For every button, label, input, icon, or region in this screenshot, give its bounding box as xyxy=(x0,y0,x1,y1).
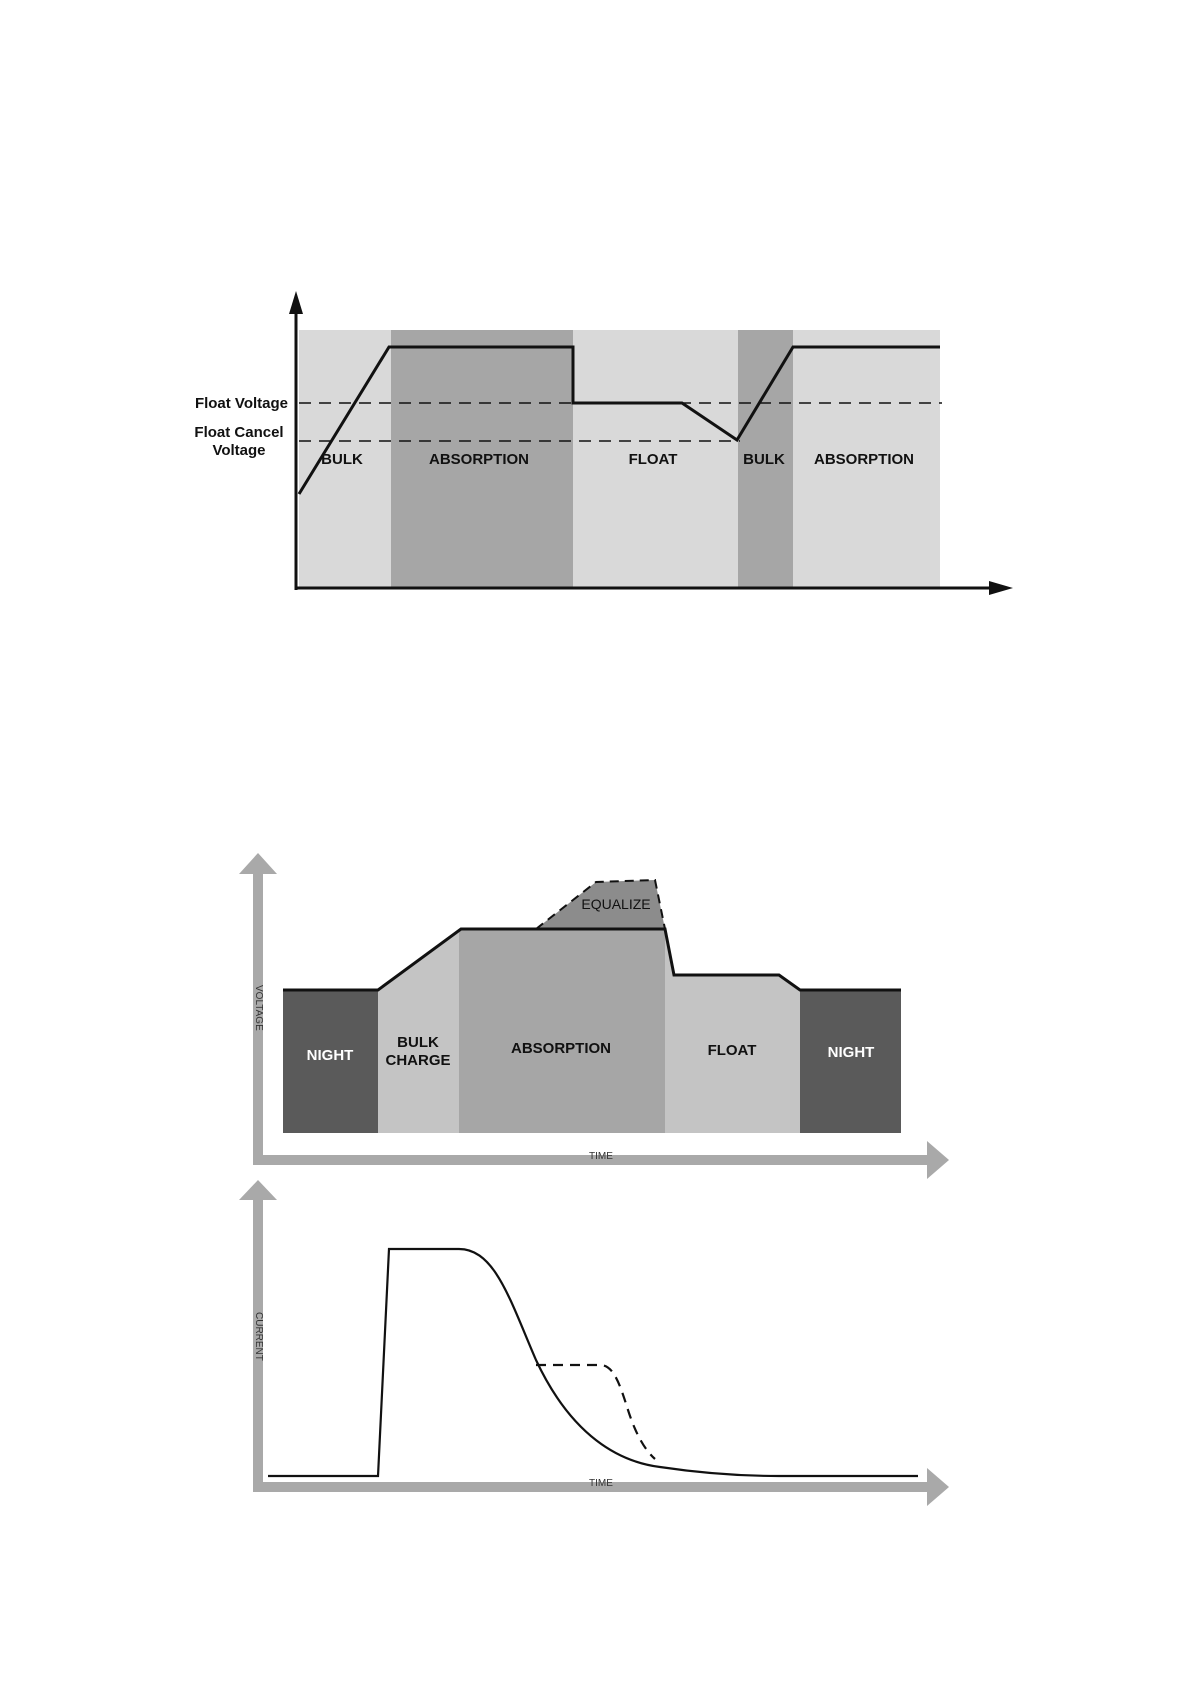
current-time-diagram: CURRENT TIME xyxy=(239,1180,949,1506)
equalize-label: EQUALIZE xyxy=(581,896,650,912)
night-label-left: NIGHT xyxy=(307,1047,354,1064)
night-block-right xyxy=(800,990,901,1133)
float-cancel-label-voltage: Voltage xyxy=(212,442,265,459)
float-block xyxy=(665,929,800,1133)
current-time-label: TIME xyxy=(589,1478,613,1489)
absorption-label: ABSORPTION xyxy=(511,1040,611,1057)
voltage-y-axis-arrow xyxy=(239,853,277,874)
stage-label-float: FLOAT xyxy=(629,451,678,468)
charging-stage-diagram: Float Voltage Float Cancel Voltage BULK … xyxy=(194,291,1013,595)
stage-label-bulk-1: BULK xyxy=(321,451,363,468)
y-axis-arrow xyxy=(289,291,303,314)
float-label: FLOAT xyxy=(708,1042,757,1059)
stage-label-absorption-2: ABSORPTION xyxy=(814,451,914,468)
bulk-charge-label-2: CHARGE xyxy=(385,1052,450,1069)
current-x-axis-arrow xyxy=(927,1468,949,1506)
current-axis-label: CURRENT xyxy=(253,1312,264,1361)
float-voltage-label: Float Voltage xyxy=(195,395,288,412)
night-label-right: NIGHT xyxy=(828,1044,875,1061)
voltage-time-label: TIME xyxy=(589,1151,613,1162)
stage-label-bulk-2: BULK xyxy=(743,451,785,468)
current-curve xyxy=(268,1249,918,1476)
current-equalize-dashed xyxy=(536,1365,655,1459)
x-axis-arrow xyxy=(989,581,1013,595)
voltage-time-diagram: EQUALIZE VOLTAGE TIME NIGHT BULK CHARGE … xyxy=(239,853,949,1179)
voltage-axis-label: VOLTAGE xyxy=(253,985,264,1031)
current-y-axis-arrow xyxy=(239,1180,277,1200)
voltage-x-axis-arrow xyxy=(927,1141,949,1179)
stage-label-absorption-1: ABSORPTION xyxy=(429,451,529,468)
bulk-charge-label-1: BULK xyxy=(397,1034,439,1051)
absorption-block xyxy=(459,929,665,1133)
float-cancel-label: Float Cancel xyxy=(194,424,283,441)
